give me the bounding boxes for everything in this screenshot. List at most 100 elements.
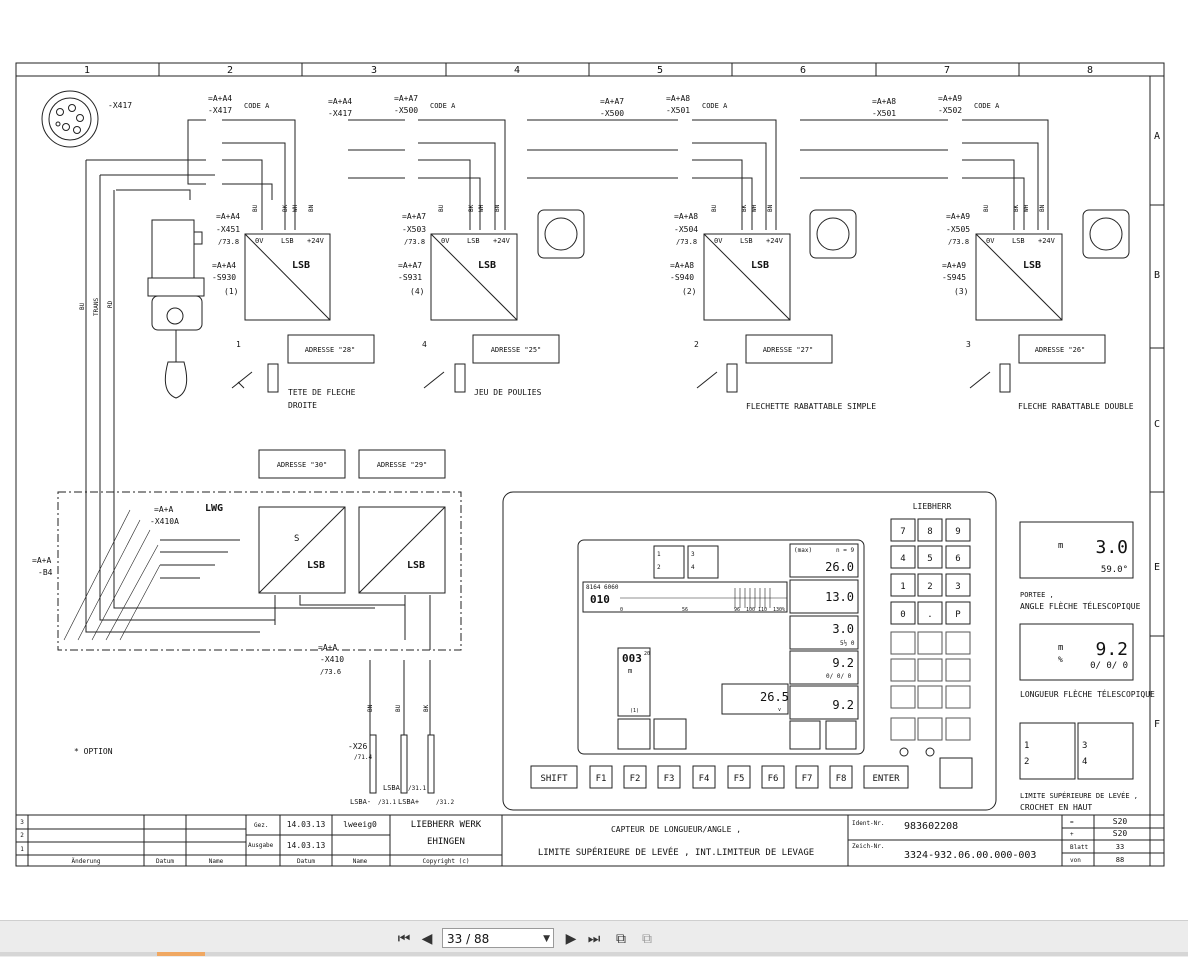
keypad-key-label[interactable]: 4 — [900, 554, 905, 564]
keypad-key-label[interactable]: . — [927, 610, 932, 620]
keypad-key-label[interactable]: P — [955, 610, 961, 620]
display-value-3: 3.0 — [832, 622, 854, 636]
hook-box-4: 4 — [1082, 757, 1087, 767]
keypad-key-label[interactable]: 9 — [955, 527, 960, 537]
lsba: LSBA — [383, 784, 401, 792]
code-label: CODE A — [974, 102, 1000, 110]
wire-bu: BU — [711, 204, 718, 212]
function-key[interactable] — [530, 765, 578, 789]
keypad-key-label[interactable]: 1 — [900, 582, 905, 592]
keypad-key-label[interactable]: 7 — [900, 527, 905, 537]
bar-top-label: 8164 6060 — [586, 584, 619, 591]
ident-number: 983602208 — [904, 821, 958, 832]
keypad-key[interactable] — [917, 601, 943, 625]
page-number-input[interactable]: 33 / 88 ▼ — [442, 928, 554, 948]
blatt-value: 33 — [1116, 843, 1124, 851]
lsb-ref: =A+A9 — [946, 212, 970, 221]
grid-column-label: 6 — [800, 65, 806, 76]
keypad-key[interactable] — [890, 601, 916, 625]
keypad-key[interactable] — [945, 518, 971, 542]
hook-caption-1: LIMITE SUPÉRIEURE DE LEVÉE , — [1020, 791, 1138, 800]
switch-ref: =A+A8 — [670, 261, 694, 270]
grid-row-label: B — [1154, 270, 1160, 281]
sensor-ref: =A+A9 — [938, 94, 962, 103]
page-indicator: 33 / 88 — [447, 932, 490, 946]
x26-bn: BN — [367, 704, 374, 712]
count-unit: m — [628, 667, 632, 675]
function-key[interactable] — [692, 765, 716, 789]
function-key[interactable] — [657, 765, 681, 789]
wire-wh: WH — [1023, 204, 1030, 212]
function-key[interactable] — [589, 765, 613, 789]
keypad-key[interactable] — [917, 518, 943, 542]
keypad-key-label[interactable]: 5 — [927, 554, 932, 564]
hook-number: 1 — [236, 340, 241, 349]
adresse-label: ADRESSE "27" — [763, 346, 814, 354]
function-key-label[interactable]: F2 — [630, 774, 641, 784]
function-key-label[interactable]: F3 — [664, 774, 675, 784]
hook-box-1: 1 — [1024, 741, 1029, 751]
function-key-label[interactable]: SHIFT — [540, 774, 568, 784]
function-key[interactable] — [761, 765, 785, 789]
switch-ref: =A+A7 — [398, 261, 422, 270]
blatt-label: Blatt — [1070, 844, 1088, 851]
keypad-key-label[interactable]: 2 — [927, 582, 932, 592]
bar-tick-label: 96 — [734, 607, 740, 613]
chevron-down-icon[interactable]: ▼ — [543, 934, 550, 944]
liebherr-display-panel — [502, 491, 997, 811]
keypad-key-label[interactable]: 8 — [927, 527, 932, 537]
hook-number: 3 — [966, 340, 971, 349]
function-key[interactable] — [795, 765, 819, 789]
grid-column-label: 5 — [657, 65, 663, 76]
progress-accent — [157, 952, 205, 956]
function-key-label[interactable]: F4 — [699, 774, 710, 784]
function-key-label[interactable]: F8 — [836, 774, 847, 784]
keypad-key[interactable] — [917, 573, 943, 597]
function-key[interactable] — [829, 765, 853, 789]
function-key-label[interactable]: F5 — [734, 774, 745, 784]
keypad-key[interactable] — [890, 545, 916, 569]
function-key[interactable] — [623, 765, 647, 789]
adresse-label: ADRESSE "25" — [491, 346, 542, 354]
eq-value: S20 — [1113, 817, 1128, 826]
keypad-key[interactable] — [890, 573, 916, 597]
keypad-key[interactable] — [945, 601, 971, 625]
function-key-label[interactable]: ENTER — [872, 774, 900, 784]
fit-page-icon[interactable]: ⧉ — [616, 931, 626, 947]
last-page-icon[interactable]: ⏭ — [587, 931, 601, 947]
drawing-title-2: LIMITE SUPÉRIEURE DE LEVÉE , INT.LIMITEU… — [538, 846, 814, 858]
keypad-key[interactable] — [945, 573, 971, 597]
drawing-frame — [15, 62, 1165, 867]
gez-date: 14.03.13 — [287, 820, 326, 829]
keypad-key[interactable] — [890, 518, 916, 542]
plus-value: S20 — [1113, 829, 1128, 838]
limit-switch-drawing — [147, 219, 205, 399]
wire-wh: WH — [478, 204, 485, 212]
function-key-label[interactable]: F1 — [596, 774, 607, 784]
gez-name: lweeig0 — [343, 820, 377, 829]
keypad-key[interactable] — [945, 545, 971, 569]
keypad-key[interactable] — [917, 545, 943, 569]
lsb-page: /73.8 — [218, 238, 239, 246]
keypad-key-label[interactable]: 6 — [955, 554, 960, 564]
fit-width-icon[interactable]: ⧉ — [642, 931, 652, 947]
function-key-label[interactable]: F7 — [802, 774, 813, 784]
function-key-label[interactable]: F6 — [768, 774, 779, 784]
lsb-ref: =A+A8 — [674, 212, 698, 221]
next-page-icon[interactable]: ▶ — [565, 931, 577, 947]
function-key[interactable] — [863, 765, 909, 789]
wire-label-trans: TRANS — [93, 298, 100, 316]
keypad-key-label[interactable]: 3 — [955, 582, 960, 592]
keypad-key-label[interactable]: 0 — [900, 610, 905, 620]
wire-bk: BK — [282, 204, 289, 212]
function-key[interactable] — [727, 765, 751, 789]
hook-number: 4 — [422, 340, 427, 349]
lsb-ref: =A+A4 — [216, 212, 240, 221]
first-page-icon[interactable]: ⏮ — [397, 931, 411, 947]
sensor-connector: -X417 — [208, 106, 232, 115]
previous-page-icon[interactable]: ◀ — [421, 931, 433, 947]
count-sup: 20 — [644, 651, 650, 657]
ausgabe-date: 14.03.13 — [287, 841, 326, 850]
company-name-1: LIEBHERR WERK — [411, 820, 482, 830]
